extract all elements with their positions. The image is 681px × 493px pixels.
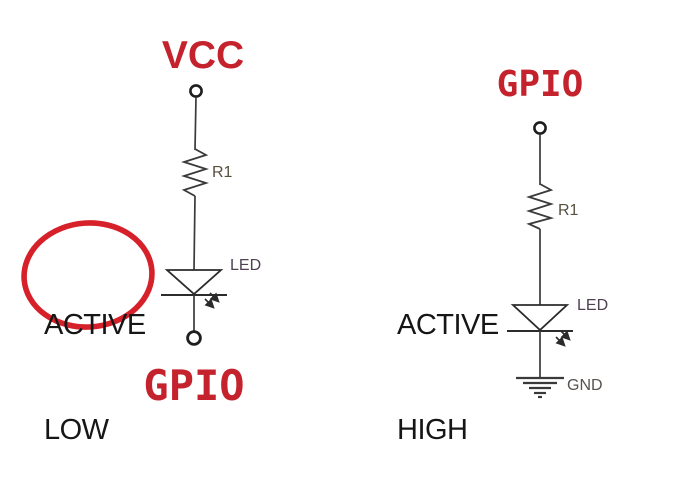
right-circuit-graphics [507, 121, 573, 399]
left-emission-arrows-icon [204, 292, 220, 309]
left-circuit-graphics [161, 84, 227, 346]
right-led-icon [510, 304, 570, 332]
active-high-line2: HIGH [397, 414, 468, 446]
right-led-label: LED [577, 297, 609, 314]
active-high-annotation: ACTIVE HIGH [397, 238, 499, 493]
right-gnd-label: GND [567, 377, 603, 394]
active-high-line1: ACTIVE [397, 309, 499, 341]
left-top-terminal-icon [189, 84, 203, 98]
active-low-annotation: ACTIVE LOW [44, 238, 146, 493]
left-bottom-terminal-icon [186, 330, 202, 346]
left-wire-middle [193, 195, 196, 271]
right-resistor-icon [526, 183, 555, 230]
left-resistor-icon [181, 148, 209, 197]
left-resistor-label: R1 [212, 164, 233, 181]
left-led-icon [164, 269, 224, 296]
active-low-line2: LOW [44, 414, 109, 446]
right-emission-arrows-icon [555, 330, 571, 347]
active-low-line1: ACTIVE [44, 309, 146, 341]
right-resistor-label: R1 [558, 202, 579, 219]
right-top-terminal-icon [533, 121, 547, 135]
left-gpio-label: GPIO [143, 361, 245, 410]
active-low-highlight-ellipse [21, 220, 155, 330]
left-led-label: LED [230, 257, 262, 274]
right-gpio-label: GPIO [496, 64, 584, 105]
right-ground-icon [516, 376, 564, 399]
left-vcc-label: VCC [161, 34, 245, 77]
left-wire-top [194, 96, 197, 151]
